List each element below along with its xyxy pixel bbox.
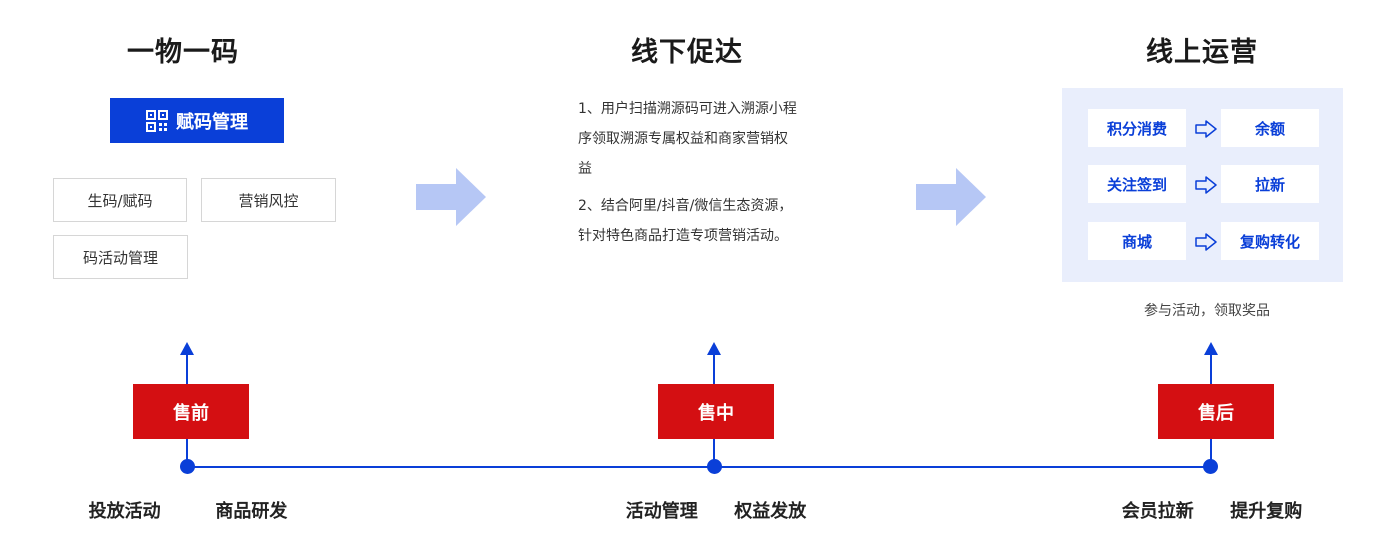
description-line: 针对特色商品打造专项营销活动。	[578, 228, 788, 244]
description-line: 2、结合阿里/抖音/微信生态资源，	[578, 198, 793, 214]
bottom-label-pre-sale: 投放活动 商品研发	[58, 497, 318, 523]
timeline-dot	[180, 459, 195, 474]
description-line: 序领取溯源专属权益和商家营销权	[578, 131, 788, 147]
pill-repurchase-conversion[interactable]: 复购转化	[1221, 222, 1319, 260]
description-paragraph-2: 2、结合阿里/抖音/微信生态资源， 针对特色商品打造专项营销活动。	[578, 191, 792, 251]
pill-balance[interactable]: 余额	[1221, 109, 1319, 147]
arrow-up-icon	[180, 342, 194, 355]
online-operation-panel: 积分消费 余额 关注签到 拉新 商城 复购转化	[1062, 88, 1343, 282]
feature-code-activity-management[interactable]: 码活动管理	[53, 235, 188, 279]
feature-generate-code[interactable]: 生码/赋码	[53, 178, 187, 222]
title-offline-reach: 线下促达	[631, 37, 743, 68]
timeline-line	[187, 466, 1211, 468]
feature-marketing-risk-control[interactable]: 营销风控	[201, 178, 336, 222]
timeline-dot	[1203, 459, 1218, 474]
arrow-right-icon	[1195, 176, 1217, 194]
bottom-label-item: 活动管理	[625, 501, 698, 522]
bottom-label-item: 会员拉新	[1121, 501, 1194, 522]
bottom-label-in-sale: 活动管理 权益发放	[586, 497, 846, 523]
stage-post-sale[interactable]: 售后	[1158, 384, 1274, 439]
bottom-label-item: 提升复购	[1230, 501, 1303, 522]
pill-points-consumption[interactable]: 积分消费	[1088, 109, 1186, 147]
arrow-right-icon	[1195, 233, 1217, 251]
description-paragraph-1: 1、用户扫描溯源码可进入溯源小程 序领取溯源专属权益和商家营销权 益	[578, 94, 797, 184]
pill-mall[interactable]: 商城	[1088, 222, 1186, 260]
pill-acquire-new[interactable]: 拉新	[1221, 165, 1319, 203]
bottom-label-post-sale: 会员拉新 提升复购	[1082, 497, 1342, 523]
stage-pre-sale[interactable]: 售前	[133, 384, 249, 439]
code-management-button[interactable]: 赋码管理	[110, 98, 284, 143]
qr-code-icon	[146, 109, 168, 132]
stage-in-sale[interactable]: 售中	[658, 384, 774, 439]
title-online-operation: 线上运营	[1146, 37, 1258, 68]
bottom-label-item: 商品研发	[215, 501, 288, 522]
flow-arrow-1	[416, 168, 486, 226]
arrow-right-icon	[1195, 120, 1217, 138]
title-one-item-one-code: 一物一码	[127, 37, 239, 68]
bottom-label-item: 权益发放	[734, 501, 807, 522]
description-line: 益	[578, 161, 592, 177]
arrow-up-icon	[1204, 342, 1218, 355]
description-line: 1、用户扫描溯源码可进入溯源小程	[578, 101, 797, 117]
arrow-up-icon	[707, 342, 721, 355]
bottom-label-item: 投放活动	[88, 501, 161, 522]
pill-follow-checkin[interactable]: 关注签到	[1088, 165, 1186, 203]
flow-arrow-2	[916, 168, 986, 226]
code-management-label: 赋码管理	[176, 111, 248, 133]
timeline-dot	[707, 459, 722, 474]
panel-caption: 参与活动，领取奖品	[1144, 303, 1270, 319]
